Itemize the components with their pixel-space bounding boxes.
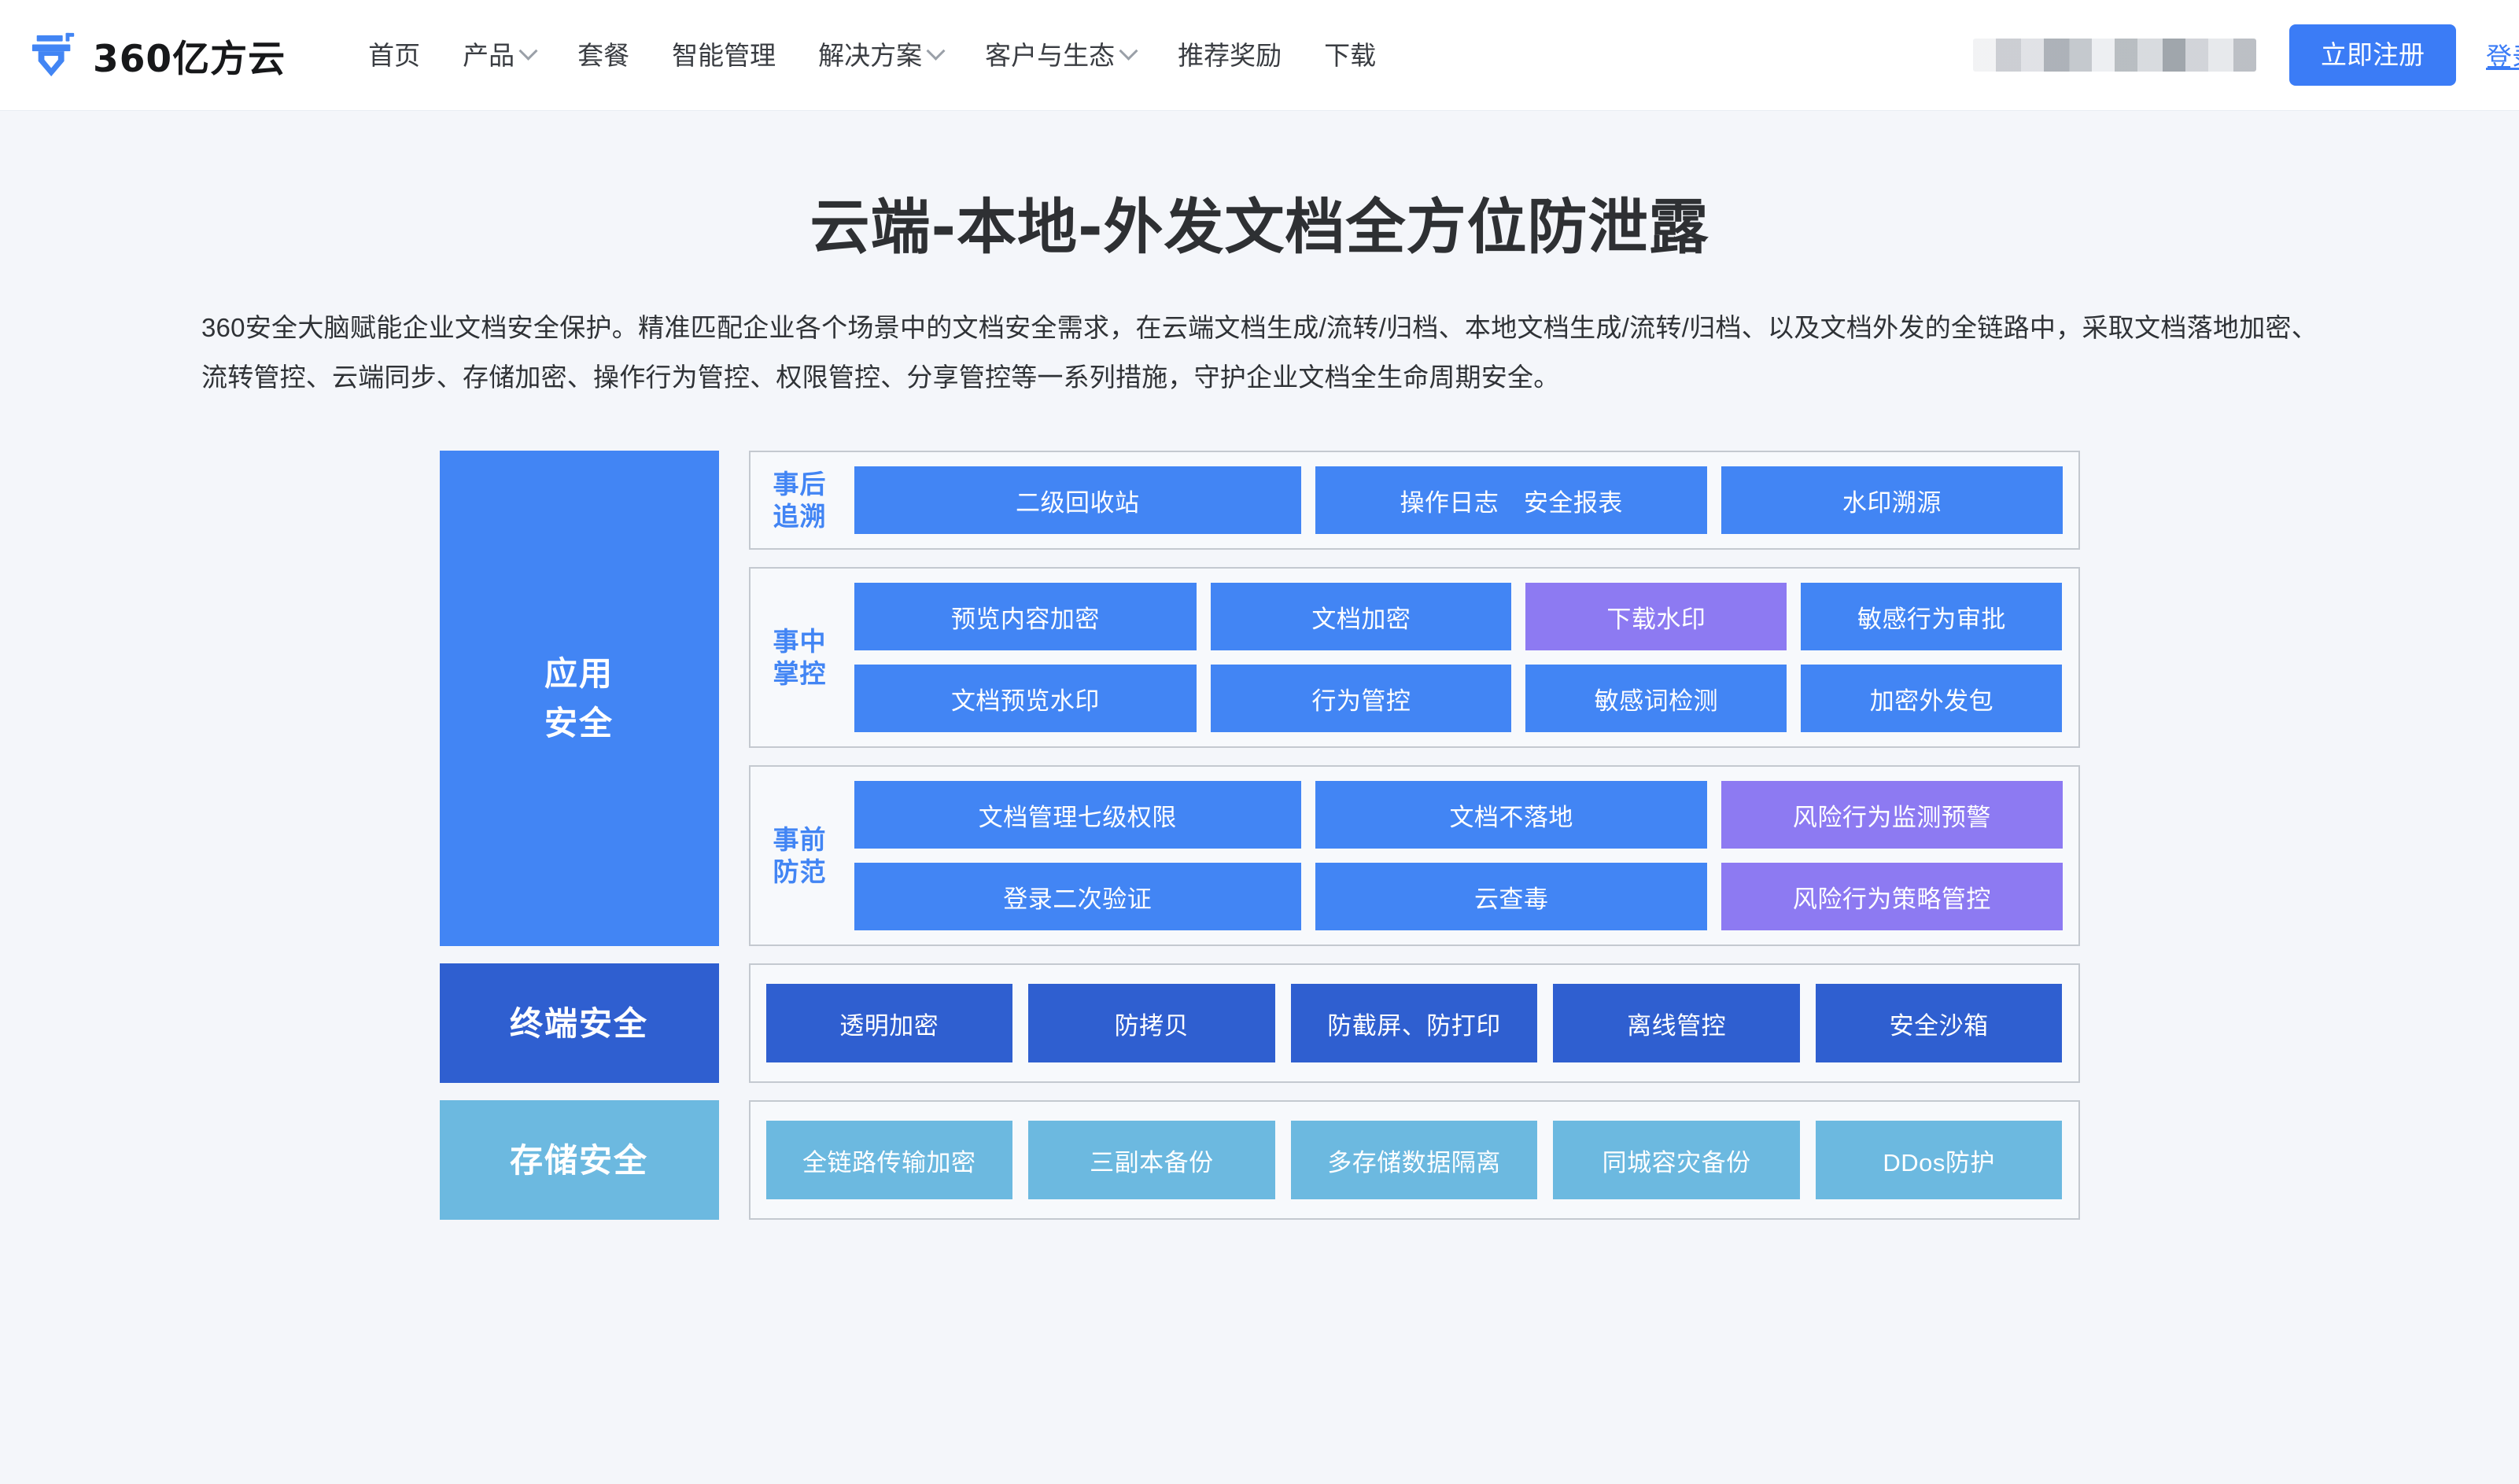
feature-cell[interactable]: 同城容灾备份 [1553,1121,1800,1199]
feature-cell[interactable]: 云查毒 [1315,863,1708,930]
band-storage-security: 存储安全 全链路传输加密 三副本备份 多存储数据隔离 同城容灾备份 DDos防护 [439,1100,2080,1220]
nav-label: 智能管理 [672,40,776,70]
group-row: 全链路传输加密 三副本备份 多存储数据隔离 同城容灾备份 DDos防护 [765,1121,2063,1199]
group-grid: 预览内容加密 文档加密 下载水印 敏感行为审批 文档预览水印 行为管控 敏感词检… [854,583,2063,732]
feature-cell[interactable]: 文档不落地 [1315,781,1708,849]
group-row: 文档管理七级权限 文档不落地 风险行为监测预警 [854,781,2063,849]
group-title-line1: 事前 [773,824,827,854]
page-description: 360安全大脑赋能企业文档安全保护。精准匹配企业各个场景中的文档安全需求，在云端… [201,313,2318,392]
group-title-line2: 追溯 [773,502,827,531]
feature-cell[interactable]: 离线管控 [1553,984,1800,1062]
group-title-line1: 事后 [773,469,827,499]
feature-cell[interactable]: 加密外发包 [1801,665,2063,732]
feature-cell[interactable]: 预览内容加密 [854,583,1197,650]
chevron-down-icon [1119,41,1138,61]
page-body: 云端-本地-外发文档全方位防泄露 360安全大脑赋能企业文档安全保护。精准匹配企… [0,111,2519,1484]
nib-logo-icon [31,32,75,77]
feature-cell[interactable]: 文档管理七级权限 [854,781,1302,849]
band-terminal-security: 终端安全 透明加密 防拷贝 防截屏、防打印 离线管控 安全沙箱 [439,963,2080,1083]
feature-cell[interactable]: 文档加密 [1211,583,1512,650]
group-storage-security: 全链路传输加密 三副本备份 多存储数据隔离 同城容灾备份 DDos防护 [748,1100,2080,1220]
brand-name: 360亿方云 [93,37,286,81]
group-row: 二级回收站 操作日志 安全报表 水印溯源 [854,466,2063,534]
feature-cell[interactable]: 三副本备份 [1028,1121,1275,1199]
group-pre-incident-prevention: 事前 防范 文档管理七级权限 文档不落地 风险行为监测预警 登录二次验证 云查毒… [748,765,2080,946]
group-title-post-incident-tracing: 事后 追溯 [766,468,834,533]
feature-cell[interactable]: 二级回收站 [854,466,1302,534]
group-row: 预览内容加密 文档加密 下载水印 敏感行为审批 [854,583,2063,650]
header-actions: 立即注册 登录 [1973,24,2519,86]
band-application-security: 应用 安全 事后 追溯 二级回收站 操作日志 安全报表 水印溯源 [439,451,2080,946]
login-link[interactable]: 登录 [2486,42,2519,72]
main-navigation: 首页 产品 套餐 智能管理 解决方案 客户与生态 推荐奖励 下载 [347,0,1397,111]
redacted-phone-number [1973,39,2256,72]
group-post-incident-tracing: 事后 追溯 二级回收站 操作日志 安全报表 水印溯源 [748,451,2080,550]
band-label-line1: 应用 [544,655,614,692]
nav-label: 解决方案 [818,40,923,70]
band-label-storage-security: 存储安全 [439,1100,719,1220]
nav-item-products[interactable]: 产品 [441,0,556,111]
group-row: 文档预览水印 行为管控 敏感词检测 加密外发包 [854,665,2063,732]
feature-cell[interactable]: 防拷贝 [1028,984,1275,1062]
group-title-line1: 事中 [773,626,827,656]
feature-cell[interactable]: 风险行为监测预警 [1721,781,2063,849]
feature-cell[interactable]: 多存储数据隔离 [1290,1121,1538,1199]
nav-item-smart-management[interactable]: 智能管理 [651,0,797,111]
feature-cell[interactable]: 全链路传输加密 [765,1121,1013,1199]
feature-cell[interactable]: 安全沙箱 [1815,984,2063,1062]
feature-cell[interactable]: 敏感行为审批 [1801,583,2063,650]
feature-cell[interactable]: 水印溯源 [1721,466,2063,534]
group-in-process-control: 事中 掌控 预览内容加密 文档加密 下载水印 敏感行为审批 文档预览水印 行为管… [748,567,2080,748]
site-header: 360亿方云 首页 产品 套餐 智能管理 解决方案 客户与生态 推荐奖励 下载 [0,0,2519,111]
nav-item-referral-rewards[interactable]: 推荐奖励 [1156,0,1303,111]
nav-label: 下载 [1324,40,1377,70]
band-label-line2: 安全 [544,705,614,742]
feature-cell[interactable]: 下载水印 [1525,583,1787,650]
group-grid: 文档管理七级权限 文档不落地 风险行为监测预警 登录二次验证 云查毒 风险行为策… [854,781,2063,930]
band-content-storage-security: 全链路传输加密 三副本备份 多存储数据隔离 同城容灾备份 DDos防护 [748,1100,2080,1220]
group-title-in-process-control: 事中 掌控 [766,625,834,690]
group-grid: 透明加密 防拷贝 防截屏、防打印 离线管控 安全沙箱 [765,984,2063,1062]
security-architecture-diagram: 应用 安全 事后 追溯 二级回收站 操作日志 安全报表 水印溯源 [439,451,2080,1220]
feature-cell[interactable]: DDos防护 [1815,1121,2063,1199]
group-title-pre-incident-prevention: 事前 防范 [766,823,834,889]
group-grid: 全链路传输加密 三副本备份 多存储数据隔离 同城容灾备份 DDos防护 [765,1121,2063,1199]
nav-item-home[interactable]: 首页 [347,0,441,111]
register-button[interactable]: 立即注册 [2289,24,2456,86]
band-label-application-security: 应用 安全 [439,451,719,946]
feature-cell[interactable]: 行为管控 [1211,665,1512,732]
band-label-terminal-security: 终端安全 [439,963,719,1083]
feature-cell[interactable]: 风险行为策略管控 [1721,863,2063,930]
nav-label: 套餐 [577,40,630,70]
nav-label: 首页 [368,40,421,70]
group-terminal-security: 透明加密 防拷贝 防截屏、防打印 离线管控 安全沙箱 [748,963,2080,1083]
nav-item-solutions[interactable]: 解决方案 [797,0,964,111]
feature-cell[interactable]: 透明加密 [765,984,1013,1062]
feature-cell[interactable]: 防截屏、防打印 [1290,984,1538,1062]
nav-item-packages[interactable]: 套餐 [556,0,651,111]
band-content-terminal-security: 透明加密 防拷贝 防截屏、防打印 离线管控 安全沙箱 [748,963,2080,1083]
feature-cell[interactable]: 登录二次验证 [854,863,1302,930]
group-title-line2: 防范 [773,857,827,886]
nav-label: 客户与生态 [985,40,1116,70]
chevron-down-icon [518,41,538,61]
nav-label: 推荐奖励 [1178,40,1282,70]
group-row: 透明加密 防拷贝 防截屏、防打印 离线管控 安全沙箱 [765,984,2063,1062]
group-grid: 二级回收站 操作日志 安全报表 水印溯源 [854,466,2063,534]
feature-cell[interactable]: 敏感词检测 [1525,665,1787,732]
group-title-line2: 掌控 [773,659,827,688]
band-content-application-security: 事后 追溯 二级回收站 操作日志 安全报表 水印溯源 事中 [748,451,2080,946]
nav-item-download[interactable]: 下载 [1303,0,1397,111]
group-row: 登录二次验证 云查毒 风险行为策略管控 [854,863,2063,930]
chevron-down-icon [926,41,946,61]
feature-cell[interactable]: 操作日志 安全报表 [1315,466,1708,534]
page-title: 云端-本地-外发文档全方位防泄露 [810,192,1709,262]
brand-logo[interactable]: 360亿方云 [30,28,286,83]
nav-item-customers-ecosystem[interactable]: 客户与生态 [964,0,1156,111]
feature-cell[interactable]: 文档预览水印 [854,665,1197,732]
nav-label: 产品 [463,40,515,70]
